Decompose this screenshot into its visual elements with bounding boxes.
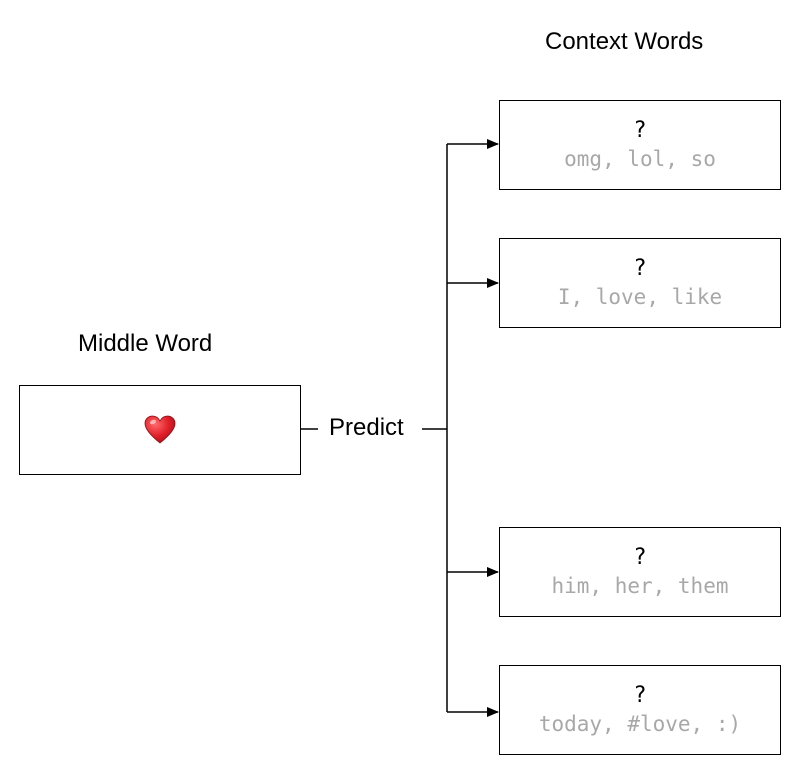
context-word-box: ? today, #love, :) — [499, 665, 781, 755]
context-word-box: ? him, her, them — [499, 527, 781, 617]
heart-icon — [144, 415, 176, 444]
context-question-mark: ? — [633, 545, 647, 570]
context-candidate-words: I, love, like — [557, 285, 723, 309]
context-words-heading: Context Words — [545, 28, 704, 55]
context-question-mark: ? — [633, 118, 647, 143]
middle-word-box — [19, 385, 301, 475]
context-candidate-words: him, her, them — [551, 574, 729, 598]
context-question-mark: ? — [633, 683, 647, 708]
context-candidate-words: omg, lol, so — [564, 147, 716, 171]
context-word-box: ? I, love, like — [499, 238, 781, 328]
predict-label: Predict — [329, 414, 404, 442]
context-question-mark: ? — [633, 256, 647, 281]
context-word-box: ? omg, lol, so — [499, 100, 781, 190]
middle-word-heading: Middle Word — [78, 330, 213, 357]
context-candidate-words: today, #love, :) — [538, 712, 742, 736]
